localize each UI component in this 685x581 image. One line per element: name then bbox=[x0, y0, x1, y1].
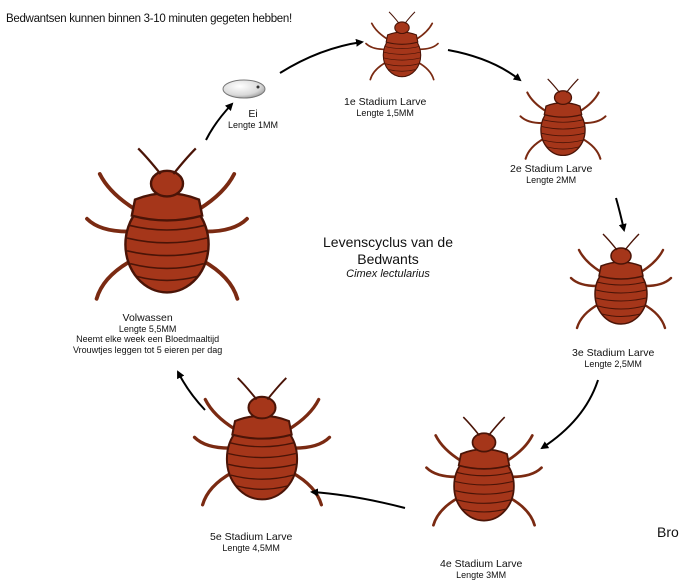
larva2-name: 2e Stadium Larve bbox=[510, 163, 592, 175]
egg-name: Ei bbox=[228, 108, 278, 120]
larva4-length: Lengte 3MM bbox=[440, 570, 522, 580]
arrow-larva2-to-larva3 bbox=[616, 198, 624, 230]
center-title-line1: Levenscyclus van de bbox=[318, 234, 458, 251]
larva3-label: 3e Stadium Larve Lengte 2,5MM bbox=[572, 347, 654, 369]
larva4-illustration bbox=[427, 417, 542, 525]
egg-length: Lengte 1MM bbox=[228, 120, 278, 130]
adult-note-eggs: Vrouwtjes leggen tot 5 eieren per dag bbox=[73, 345, 222, 355]
egg-spot bbox=[257, 86, 260, 89]
egg-illustration bbox=[223, 80, 265, 98]
arrow-larva4-to-larva5 bbox=[312, 492, 405, 508]
larva3-name: 3e Stadium Larve bbox=[572, 347, 654, 359]
larva5-illustration bbox=[195, 378, 330, 505]
larva3-length: Lengte 2,5MM bbox=[572, 359, 654, 369]
adult-note-feeding: Neemt elke week een Bloedmaaltijd bbox=[73, 334, 222, 344]
center-title-line2: Bedwants bbox=[318, 251, 458, 268]
adult-name: Volwassen bbox=[73, 312, 222, 324]
headline: Bedwantsen kunnen binnen 3-10 minuten ge… bbox=[6, 13, 292, 25]
arrow-larva1-to-larva2 bbox=[448, 50, 520, 80]
larva1-label: 1e Stadium Larve Lengte 1,5MM bbox=[344, 96, 426, 118]
arrow-larva5-to-adult bbox=[178, 372, 205, 410]
arrow-larva3-to-larva4 bbox=[542, 380, 598, 448]
larva5-length: Lengte 4,5MM bbox=[210, 543, 292, 553]
larva2-illustration bbox=[521, 79, 606, 159]
larva3-illustration bbox=[571, 234, 671, 328]
larva5-name: 5e Stadium Larve bbox=[210, 531, 292, 543]
egg-label: Ei Lengte 1MM bbox=[228, 108, 278, 130]
larva1-name: 1e Stadium Larve bbox=[344, 96, 426, 108]
larva5-label: 5e Stadium Larve Lengte 4,5MM bbox=[210, 531, 292, 553]
larva4-name: 4e Stadium Larve bbox=[440, 558, 522, 570]
larva2-length: Lengte 2MM bbox=[510, 175, 592, 185]
larva2-label: 2e Stadium Larve Lengte 2MM bbox=[510, 163, 592, 185]
adult-label: Volwassen Lengte 5,5MM Neemt elke week e… bbox=[73, 312, 222, 355]
adult-length: Lengte 5,5MM bbox=[73, 324, 222, 334]
center-title: Levenscyclus van de Bedwants Cimex lectu… bbox=[318, 234, 458, 281]
species-name: Cimex lectularius bbox=[318, 268, 458, 281]
larva4-label: 4e Stadium Larve Lengte 3MM bbox=[440, 558, 522, 580]
adult-illustration bbox=[87, 148, 247, 298]
larva1-length: Lengte 1,5MM bbox=[344, 108, 426, 118]
cropped-edge-text: Bro bbox=[657, 524, 679, 540]
larva1-illustration bbox=[366, 12, 438, 80]
arrow-egg-to-larva1 bbox=[280, 42, 362, 73]
